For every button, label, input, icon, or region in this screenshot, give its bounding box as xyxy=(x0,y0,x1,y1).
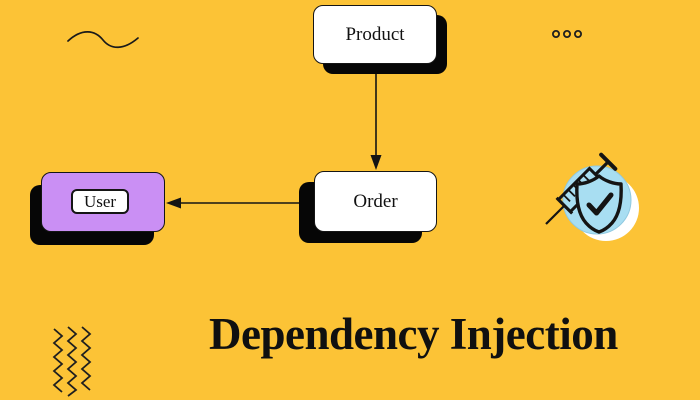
arrow-product-to-order xyxy=(370,74,382,170)
node-product: Product xyxy=(313,5,437,64)
zigzag-icon xyxy=(52,326,92,397)
node-user-inner-box: User xyxy=(71,189,129,214)
syringe-shield-badge-icon xyxy=(545,152,639,241)
arrow-order-to-user xyxy=(166,197,310,209)
wave-icon xyxy=(67,31,139,49)
node-user: User xyxy=(41,172,165,232)
dots-icon xyxy=(552,29,583,38)
node-user-label: User xyxy=(83,191,117,211)
page-title: Dependency Injection xyxy=(209,309,618,359)
node-order: Order xyxy=(314,171,437,232)
shield-check-icon xyxy=(575,174,623,234)
node-product-label: Product xyxy=(345,23,405,45)
node-order-label: Order xyxy=(353,190,398,212)
